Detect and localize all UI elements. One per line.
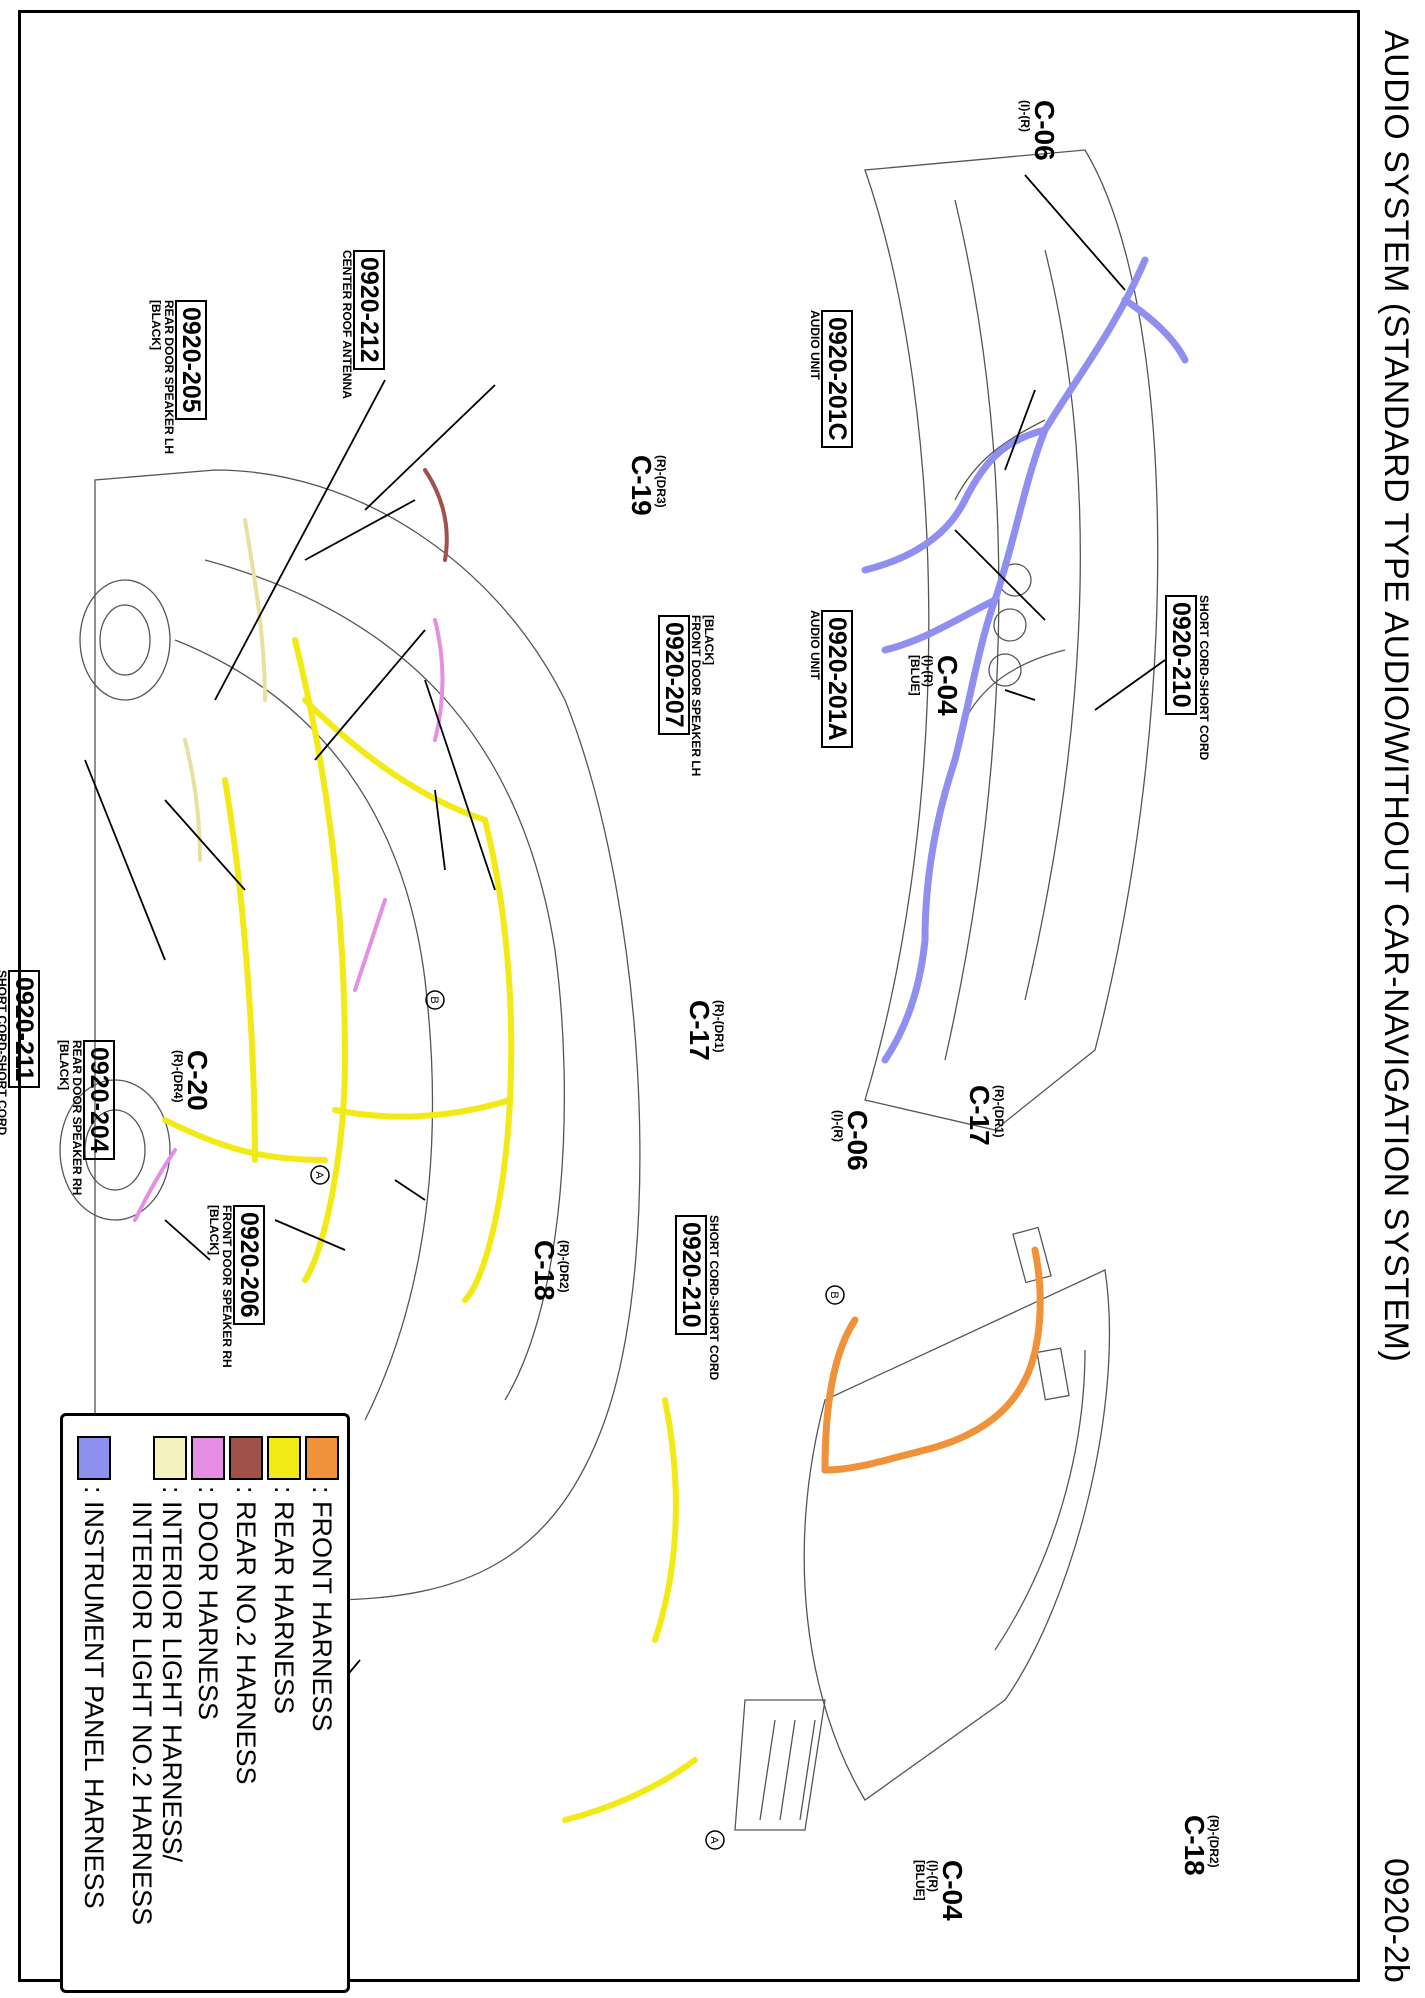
cockpit-outline (803, 1269, 1111, 1801)
legend-swatch (305, 1436, 339, 1480)
harness-legend: : FRONT HARNESS : REAR HARNESS : REAR NO… (60, 1413, 350, 1993)
rear-wheel (79, 579, 171, 701)
callout-c20: C-20 (R)-(DR4) (171, 1050, 213, 1111)
page-number: 0920-2b (1377, 1858, 1415, 1983)
instrument-panel-outline (864, 149, 1159, 1131)
instrument-panel-harness (861, 256, 1189, 1064)
interior-light-harness (183, 518, 267, 862)
front-harness (821, 1246, 1044, 1474)
callout-0920-210-top: SHORT CORD-SHORT CORD 0920-210 (1165, 595, 1211, 761)
legend-swatch (77, 1436, 111, 1480)
callout-c06-top: C-06 (I)-(R) (1018, 100, 1060, 161)
callout-c04-top: C-04 (I)-(R) [BLUE] (908, 655, 963, 716)
callout-c19: (R)-(DR3) C-19 (626, 455, 668, 516)
legend-item-front-harness: : FRONT HARNESS (305, 1436, 339, 1732)
callout-c17-mid: (R)-(DR1) C-17 (684, 1000, 726, 1061)
callout-0920-210-mid: SHORT CORD-SHORT CORD 0920-210 (675, 1215, 721, 1381)
callout-0920-211: 0920-211 SHORT CORD-SHORT CORD (0, 970, 40, 1136)
legend-swatch (229, 1436, 263, 1480)
page-frame (18, 10, 1360, 1982)
door-harness (133, 618, 445, 1222)
legend-item-door-harness: : DOOR HARNESS (191, 1436, 225, 1720)
callout-0920-206: 0920-206 FRONT DOOR SPEAKER RH [BLACK] (207, 1205, 265, 1368)
legend-item-rear-no2-harness: : REAR NO.2 HARNESS (229, 1436, 263, 1785)
marker-a-front: A (313, 1171, 325, 1179)
page-title: AUDIO SYSTEM (STANDARD TYPE AUDIO/WITHOU… (1377, 30, 1415, 1363)
legend-swatch (191, 1436, 225, 1480)
rear-no2-harness (423, 468, 449, 562)
marker-a-right: A (708, 1836, 720, 1844)
callout-c18-mid: (R)-(DR2) C-18 (529, 1240, 571, 1301)
marker-b-front: B (428, 996, 440, 1003)
callout-c04-right: C-04 (I)-(R) [BLUE] (913, 1860, 968, 1921)
legend-swatch (153, 1436, 187, 1480)
callout-0920-205: 0920-205 REAR DOOR SPEAKER LH [BLACK] (149, 300, 207, 455)
callout-0920-204: 0920-204 REAR DOOR SPEAKER RH [BLACK] (57, 1040, 115, 1196)
callout-c18-right: (R)-(DR2) C-18 (1179, 1815, 1221, 1876)
callout-c17-right: (R)-(DR1) C-17 (964, 1085, 1006, 1146)
legend-swatch (267, 1436, 301, 1480)
legend-item-interior-light-harness: : INTERIOR LIGHT HARNESS/ INTERIOR LIGHT… (123, 1436, 187, 1925)
legend-item-rear-harness: : REAR HARNESS (267, 1436, 301, 1714)
callout-0920-201a: 0920-201A AUDIO UNIT (808, 610, 853, 748)
marker-b-right: B (828, 1291, 840, 1298)
callout-c06-right: C-06 (I)-(R) (831, 1110, 873, 1171)
callout-0920-207: [BLACK] FRONT DOOR SPEAKER LH 0920-207 (657, 615, 716, 777)
callout-0920-201c: 0920-201C AUDIO UNIT (808, 310, 853, 448)
rear-harness (162, 637, 698, 1823)
front-wheel (59, 1079, 171, 1221)
legend-item-instrument-panel-harness: : INSTRUMENT PANEL HARNESS (77, 1436, 111, 1909)
callout-0920-212: 0920-212 CENTER ROOF ANTENNA (340, 250, 385, 399)
